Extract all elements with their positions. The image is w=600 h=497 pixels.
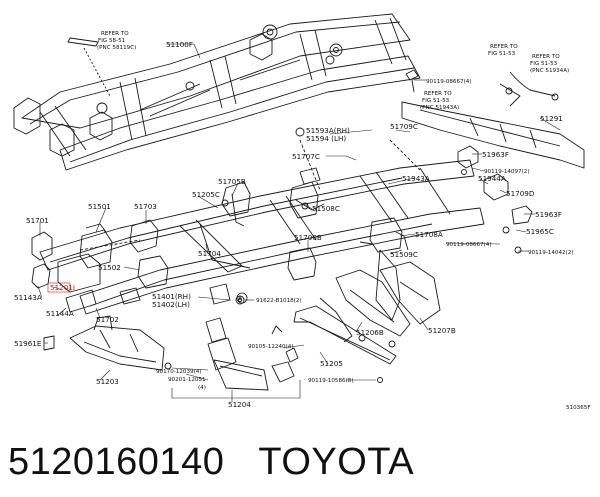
label-51144A: 51144A [46, 309, 74, 318]
label-90119-08667-mid: 90119-08667(4) [446, 242, 492, 248]
label-51593A: 51593A(RH) [306, 126, 350, 135]
label-51501: 51501 [88, 202, 111, 211]
refer-note-5153b-l2: FIG 51-53 [530, 61, 558, 67]
label-51203: 51203 [96, 377, 119, 386]
label-51943A: 51943A [402, 174, 430, 183]
refer-note-5153c-l2: FIG 51-53 [422, 98, 450, 104]
label-51703: 51703 [134, 202, 157, 211]
part-number: 5120160140 [8, 441, 225, 483]
label-51204: 51204 [228, 400, 251, 409]
label-90119-14042: 90119-14042(2) [528, 250, 574, 256]
label-51207B: 51207B [428, 326, 456, 335]
label-90170-12039: 90170-12039(4) [156, 369, 202, 375]
refer-note-5153b-l1: REFER TO [532, 54, 560, 60]
brand-name: TOYOTA [258, 441, 415, 483]
label-51702: 51702 [96, 315, 119, 324]
part-footer: 5120160140 TOYOTA [8, 432, 598, 492]
refer-note-5851-l1: REFER TO [101, 31, 129, 37]
label-51402: 51402(LH) [152, 300, 190, 309]
label-51961E: 51961E [14, 339, 42, 348]
label-51502: 51502 [98, 263, 121, 272]
label-51205C: 51205C [192, 190, 220, 199]
figure-code: 510365F [566, 405, 591, 411]
label-90119-10586: 90119-10586(8) [308, 378, 354, 384]
label-51705B: 51705B [218, 177, 246, 186]
label-90119-14097: 90119-14097(2) [484, 169, 530, 175]
front-crossmember-detail [401, 69, 585, 254]
label-51965C: 51965C [526, 227, 554, 236]
label-90201-qty: (4) [198, 385, 206, 391]
label-91622-B1018: 91622-B1018(2) [256, 298, 302, 304]
lower-frame-assembly [31, 127, 485, 391]
refer-note-5153c-l1: REFER TO [424, 91, 452, 97]
frame-diagram-svg: REFER TO FIG 58-51 (PNC 58119C) REFER TO… [13, 13, 591, 411]
label-51509C: 51509C [390, 250, 418, 259]
label-51709D: 51709D [506, 189, 535, 198]
refer-note-5851-l2: FIG 58-51 [98, 38, 126, 44]
refer-note-5851-l3: (PNC 58119C) [97, 45, 136, 51]
label-51291: 51291 [540, 114, 563, 123]
top-frame-assembly [13, 13, 421, 171]
label-51963F-mid: 51963F [535, 210, 562, 219]
label-51707C: 51707C [292, 152, 320, 161]
label-51704: 51704 [198, 249, 221, 258]
label-51205: 51205 [320, 359, 343, 368]
label-51594: 51594 (LH) [306, 134, 346, 143]
label-51143A: 51143A [14, 293, 42, 302]
label-51508C: 51508C [312, 204, 340, 213]
label-circle-b: B [238, 296, 242, 302]
label-51100F: 51100F [166, 40, 193, 49]
label-51701: 51701 [26, 216, 49, 225]
refer-note-5153a-l1: REFER TO [490, 44, 518, 50]
label-51706B: 51706B [294, 233, 322, 242]
label-90105-12240: 90105-12240(4) [248, 344, 294, 350]
parts-diagram: REFER TO FIG 58-51 (PNC 58119C) REFER TO… [13, 13, 591, 411]
label-51206B: 51206B [356, 328, 384, 337]
reference-circle-b [236, 292, 248, 304]
label-51709C: 51709C [390, 122, 418, 131]
label-90201-12051: 90201-12051 [168, 377, 206, 383]
label-51944A: 51944A [478, 174, 506, 183]
label-51201I-highlighted: 51201I [50, 283, 75, 292]
part-labels: REFER TO FIG 58-51 (PNC 58119C) REFER TO… [14, 31, 591, 411]
label-51401: 51401(RH) [152, 292, 191, 301]
refer-note-5153c-l3: (PNC 51943A) [420, 105, 459, 111]
label-51963F-top: 51963F [482, 150, 509, 159]
label-51708A: 51708A [415, 230, 443, 239]
refer-note-5153a-l2: FIG 51-53 [488, 51, 516, 57]
leader-lines [37, 43, 561, 402]
refer-note-5153b-l3: (PNC 51934A) [530, 68, 569, 74]
label-90119-08667-top: 90119-08667(4) [426, 79, 472, 85]
highlight-box [47, 282, 71, 293]
